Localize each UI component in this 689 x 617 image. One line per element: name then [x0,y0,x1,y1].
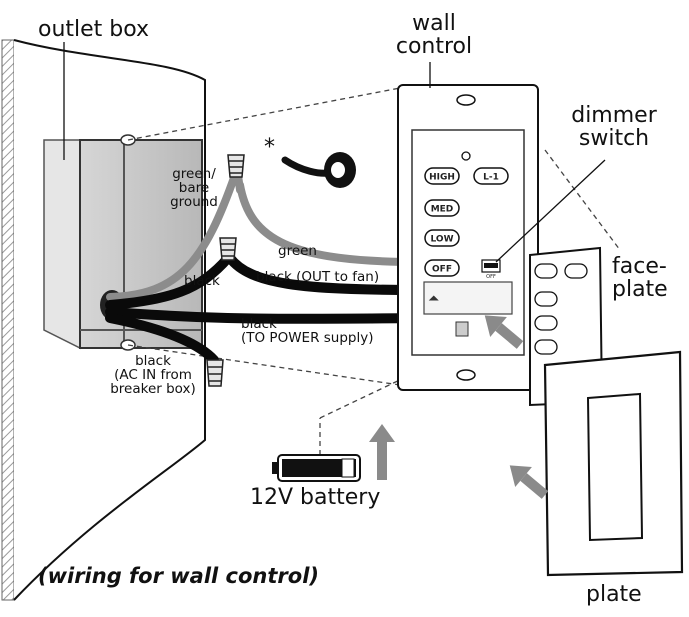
outlet-box-label: outlet box [38,17,150,42]
plate [543,350,684,577]
arrow-to-faceplate [484,315,524,349]
electrical-tape-icon [281,152,356,188]
black-out-label: black (OUT to fan) [256,269,380,285]
black-power-label: black (TO POWER supply) [241,316,374,347]
svg-text:OFF: OFF [486,274,496,280]
svg-text:L-1: L-1 [483,173,499,183]
leader-lines [63,42,606,263]
battery-icon [272,454,361,482]
svg-text:LOW: LOW [431,235,454,245]
dimmer-switch-label: dimmer switch [571,103,657,152]
diagram-caption: (wiring for wall control) [38,564,319,588]
svg-text:OFF: OFF [432,265,452,275]
low-button[interactable]: LOW [424,229,460,247]
battery-label: 12V battery [250,485,381,510]
off-button[interactable]: OFF [424,259,460,277]
plate-label: plate [586,582,642,607]
dimmer-switch[interactable]: OFF [481,259,501,280]
med-button[interactable]: MED [424,199,460,217]
green-bare-ground-label: green/ bare ground [170,166,218,211]
control-buttons: HIGH L-1 MED LOW OFF OFF [424,167,509,280]
green-wire-label: green [278,243,317,259]
svg-text:⏶: ⏶ [428,291,439,307]
face-plate-label: face- plate [612,254,668,303]
svg-text:HIGH: HIGH [429,173,455,183]
black-left-label: black [184,273,220,289]
wire-nuts [206,154,245,387]
arrow-to-plate [509,465,549,499]
high-button[interactable]: HIGH [424,167,460,185]
wall-hatch [1,39,15,601]
black-ac-label: black (AC IN from breaker box) [110,353,196,398]
wall-control-label: wall control [395,11,473,60]
l1-button[interactable]: L-1 [473,167,509,185]
black-wires [105,253,425,365]
arrow-battery-up [369,424,395,480]
arrows [369,315,549,499]
svg-text:MED: MED [431,205,454,215]
asterisk-label: * [264,135,275,160]
